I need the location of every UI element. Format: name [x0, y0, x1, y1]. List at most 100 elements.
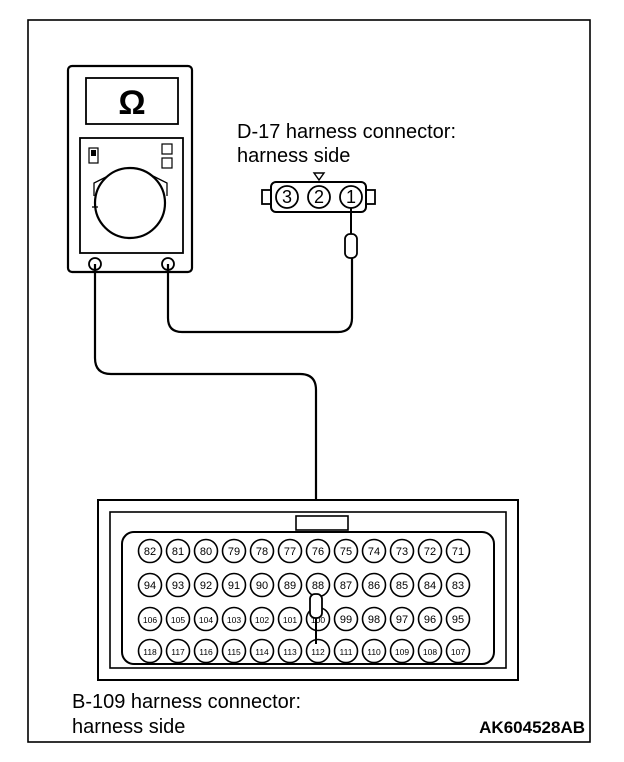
- b109-pin-number: 83: [452, 580, 464, 592]
- b109-pin-number: 88: [312, 580, 324, 592]
- d17-probe: [344, 208, 358, 259]
- d17-connector: 3 2 1: [261, 172, 376, 213]
- b109-pin: [193, 638, 219, 664]
- b109-pin-number: 84: [424, 580, 436, 592]
- b109-pin: [277, 606, 303, 632]
- b109-pin-number: 91: [228, 580, 240, 592]
- b109-pin-number: 90: [256, 580, 268, 592]
- b109-label-line2: harness side: [72, 716, 185, 738]
- b109-pin-number: 94: [144, 580, 156, 592]
- diagram-frame: [27, 19, 591, 743]
- d17-pin-number: 3: [282, 187, 292, 207]
- b109-pin-number: 76: [312, 546, 324, 558]
- b109-pin-number: 109: [395, 647, 409, 657]
- b109-pin-number: 74: [368, 546, 380, 558]
- d17-pin-number: 2: [314, 187, 324, 207]
- b109-pin: [361, 606, 387, 632]
- b109-pin: [165, 572, 191, 598]
- b109-pin: [417, 538, 443, 564]
- b109-pin: [389, 606, 415, 632]
- b109-pin: [361, 638, 387, 664]
- multimeter-display: [85, 77, 179, 125]
- dial-marker-right-icon: [152, 175, 168, 196]
- b109-pin-number: 106: [143, 615, 157, 625]
- b109-pin-number: 86: [368, 580, 380, 592]
- b109-pin: [417, 606, 443, 632]
- test-lead-to-b109: [93, 264, 318, 596]
- b109-pin-number: 105: [171, 615, 185, 625]
- b109-pin-number: 113: [283, 647, 297, 657]
- b109-label-line1: B-109 harness connector:: [72, 691, 301, 713]
- b109-pin: [445, 572, 471, 598]
- b109-pin-number: 73: [396, 546, 408, 558]
- b109-pin: [193, 538, 219, 564]
- b109-pin-number: 79: [228, 546, 240, 558]
- b109-pin: [249, 572, 275, 598]
- b109-pin-number: 114: [255, 647, 269, 657]
- b109-pin: [333, 606, 359, 632]
- b109-pin: [137, 638, 163, 664]
- b109-pin: [165, 538, 191, 564]
- b109-pin: [221, 538, 247, 564]
- d17-key-triangle-icon: [312, 172, 326, 182]
- b109-pin: [417, 572, 443, 598]
- probe-handle-icon: [309, 593, 323, 619]
- b109-pin-number: 112: [311, 647, 325, 657]
- b109-pin: [249, 606, 275, 632]
- b109-pin-number: 78: [256, 546, 268, 558]
- b109-pin-number: 111: [340, 647, 353, 657]
- b109-pin: [193, 606, 219, 632]
- d17-label-line1: D-17 harness connector:: [237, 121, 456, 143]
- b109-pin-number: 81: [172, 546, 184, 558]
- b109-pin-number: 77: [284, 546, 296, 558]
- b109-pin: [445, 538, 471, 564]
- b109-pin-number: 85: [396, 580, 408, 592]
- b109-pin-number: 75: [340, 546, 352, 558]
- b109-pin-number: 117: [171, 647, 185, 657]
- b109-pin-number: 80: [200, 546, 212, 558]
- b109-pin-number: 95: [452, 614, 464, 626]
- b109-pin: [165, 606, 191, 632]
- b109-pin-number: 103: [227, 615, 241, 625]
- b109-pin: [277, 572, 303, 598]
- b109-pin-number: 104: [199, 615, 213, 625]
- b109-pin: [137, 538, 163, 564]
- b109-pin-number: 99: [340, 614, 352, 626]
- b109-pin: [333, 638, 359, 664]
- d17-pin-number: 1: [346, 187, 356, 207]
- b109-pin: [193, 572, 219, 598]
- b109-pin: [221, 638, 247, 664]
- b109-pin-number: 92: [200, 580, 212, 592]
- dial-marker-left-icon: [93, 175, 109, 196]
- b109-pin: [305, 638, 331, 664]
- b109-pin: [333, 572, 359, 598]
- b109-pin-number: 96: [424, 614, 436, 626]
- b109-pin-number: 72: [424, 546, 436, 558]
- button-square-icon: [161, 157, 173, 169]
- b109-pin-number: 108: [423, 647, 437, 657]
- selector-dial-icon: [93, 166, 167, 240]
- b109-pin-number: 102: [255, 615, 269, 625]
- b109-key-slot: [295, 515, 349, 531]
- b109-pin: [249, 638, 275, 664]
- b109-inner-shell: [109, 511, 507, 669]
- b109-pin: [277, 538, 303, 564]
- b109-pin-number: 87: [340, 580, 352, 592]
- b109-pin-number: 107: [451, 647, 465, 657]
- b109-pin: [389, 572, 415, 598]
- b109-pin-number: 93: [172, 580, 184, 592]
- b109-pin-number: 110: [367, 647, 381, 657]
- b109-pin: [165, 638, 191, 664]
- b109-pin: [277, 638, 303, 664]
- b109-pin: [389, 538, 415, 564]
- b109-pin-number: 101: [283, 615, 297, 625]
- b109-pin: [137, 606, 163, 632]
- b109-pin: [221, 606, 247, 632]
- probe-handle-icon: [344, 233, 358, 259]
- d17-pin: [307, 185, 331, 209]
- b109-pin: [361, 538, 387, 564]
- b109-probe: [309, 593, 323, 644]
